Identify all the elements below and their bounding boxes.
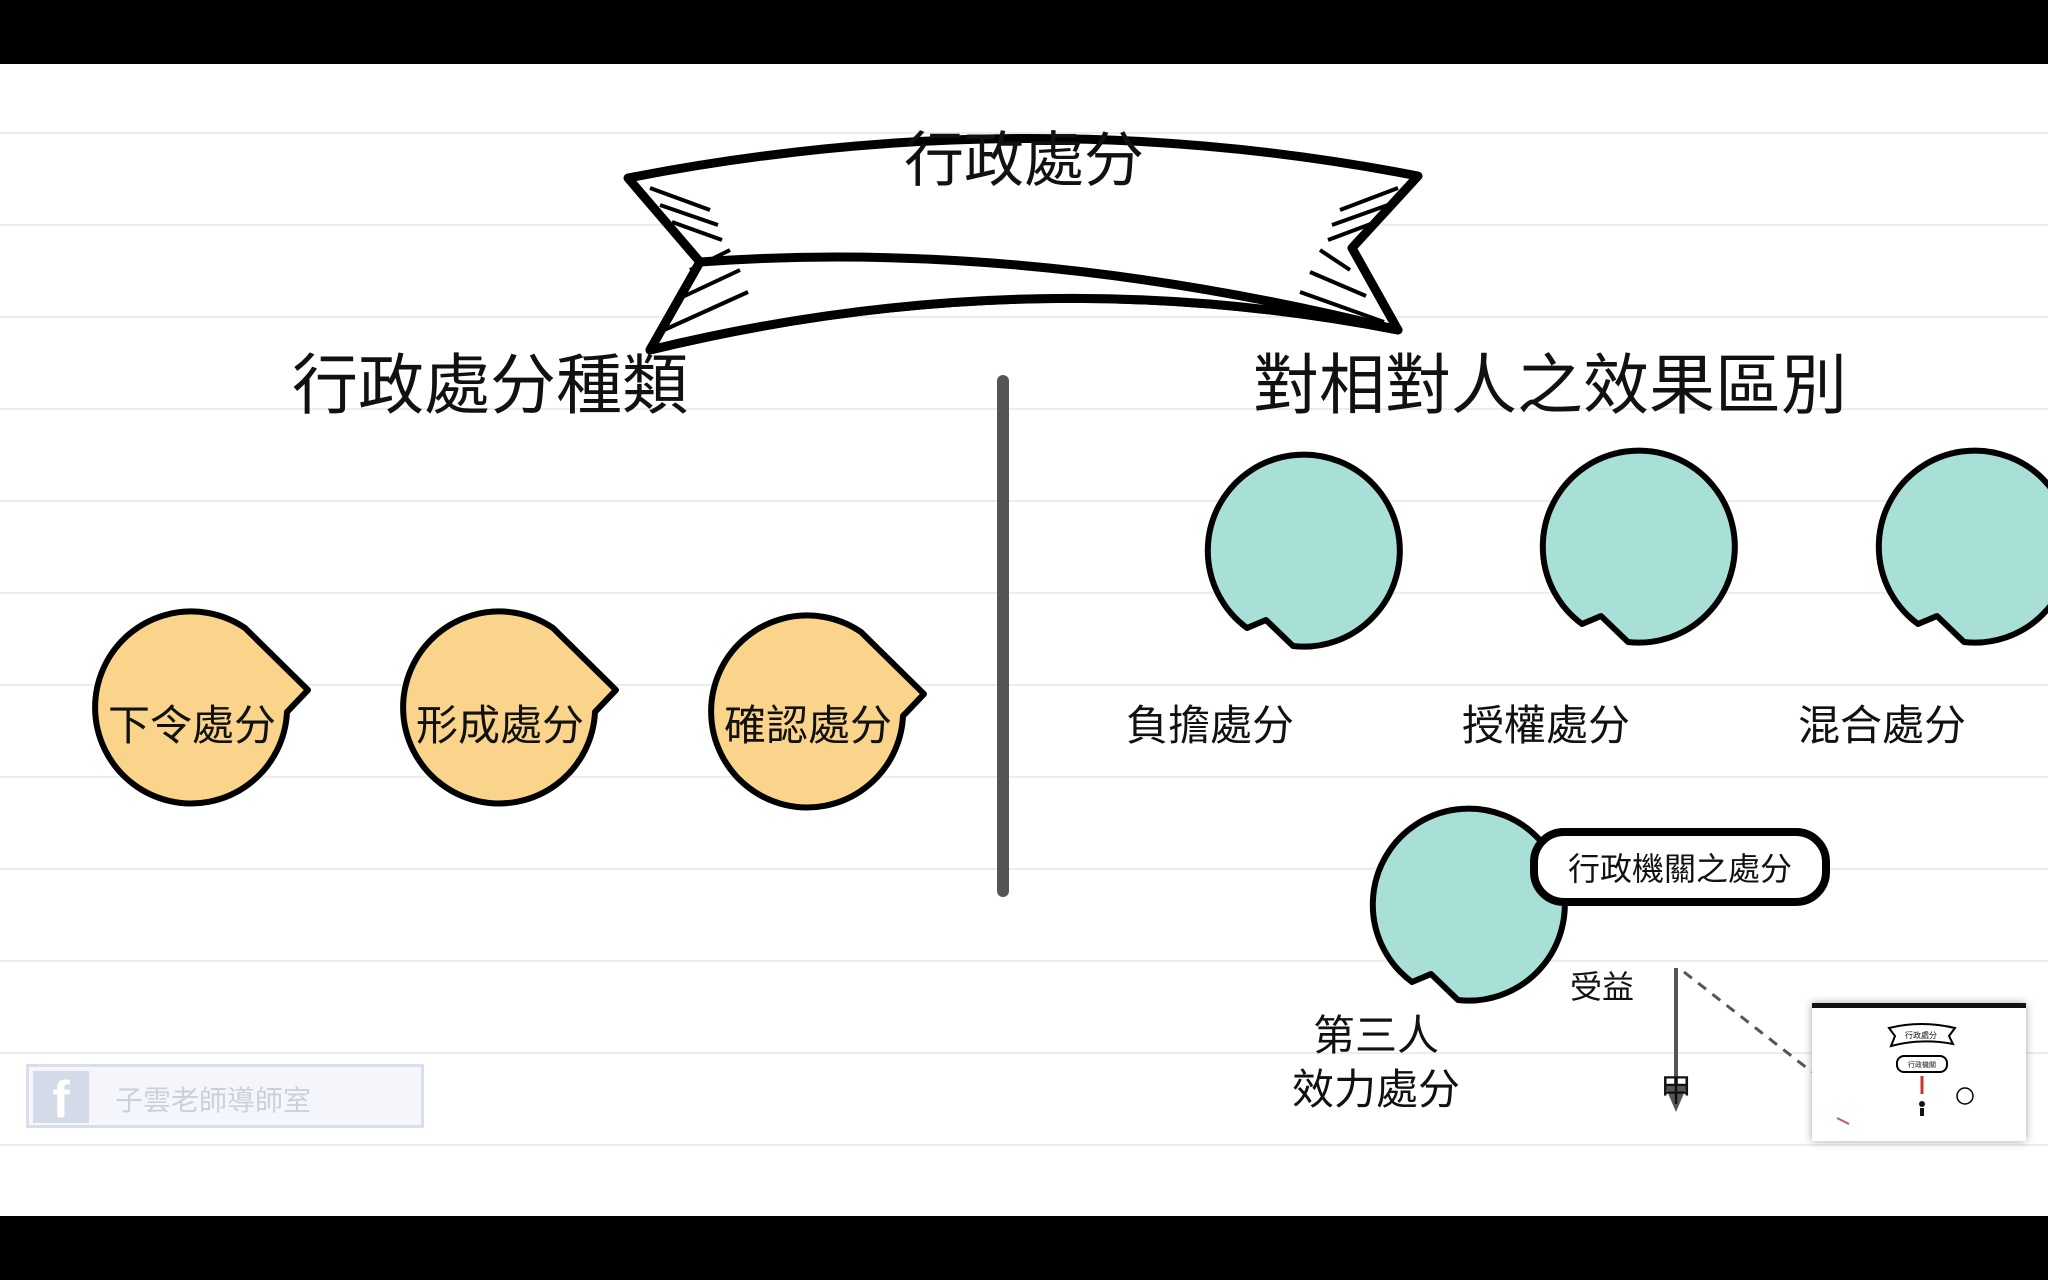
thumbnail-diagram: 行政處分 行政機關 xyxy=(1836,1023,1974,1125)
bubble-third-party xyxy=(1369,805,1568,1004)
party-a-label: 甲 xyxy=(1660,1071,1693,1109)
ruled-line xyxy=(0,1144,2048,1146)
bubble-formative xyxy=(400,608,619,807)
bubble-label-formative: 形成處分 xyxy=(415,701,584,750)
ruled-line xyxy=(0,960,2048,962)
column-divider xyxy=(997,375,1009,897)
thumbnail-title: 行政處分 xyxy=(1905,1030,1937,1040)
bubble-label-third-party-line2: 效力處分 xyxy=(1291,1065,1460,1114)
bubble-label-third-party-line1: 第三人 xyxy=(1312,1011,1439,1060)
bubble-label-beneficial: 授權處分 xyxy=(1461,701,1630,750)
bubble-mixed xyxy=(1875,447,2048,646)
ruled-line xyxy=(0,592,2048,594)
bubble-command xyxy=(92,608,311,807)
dashed-link-to-b xyxy=(1683,970,1813,1074)
left-heading: 行政處分種類 xyxy=(292,347,688,424)
ruled-line xyxy=(0,500,2048,502)
bubble-beneficial xyxy=(1539,447,1738,646)
bubble-label-burdening: 負擔處分 xyxy=(1125,701,1294,750)
benefit-label: 受益 xyxy=(1570,968,1635,1006)
ruled-line xyxy=(0,1052,2048,1054)
bubble-label-mixed: 混合處分 xyxy=(1797,701,1966,750)
watermark-name: 子雲老師導師室 xyxy=(115,1084,312,1117)
ruled-line xyxy=(0,868,2048,870)
facebook-watermark: f 子雲老師導師室 xyxy=(26,1064,424,1129)
thumbnail-box: 行政機關 xyxy=(1908,1060,1936,1069)
ruled-line xyxy=(0,316,2048,318)
banner-title: 行政處分 xyxy=(904,126,1144,196)
bubble-label-command: 下令處分 xyxy=(107,701,276,750)
ribbon-banner xyxy=(623,134,1423,355)
slide-thumbnail[interactable]: 行政處分 行政機關 xyxy=(1812,1003,2026,1141)
right-heading: 對相對人之效果區別 xyxy=(1253,347,1847,424)
agency-box-label: 行政機關之處分 xyxy=(1567,850,1792,888)
agency-box: 行政機關之處分 xyxy=(1530,828,1830,906)
facebook-icon: f xyxy=(33,1071,89,1129)
ruled-line xyxy=(0,776,2048,778)
arrow-to-a xyxy=(1664,968,1688,1112)
bubble-label-declaratory: 確認處分 xyxy=(723,701,892,750)
bubble-declaratory xyxy=(708,612,927,811)
ruled-line xyxy=(0,684,2048,686)
ruled-line xyxy=(0,408,2048,410)
bubble-burdening xyxy=(1204,451,1403,650)
ruled-line xyxy=(0,132,2048,134)
